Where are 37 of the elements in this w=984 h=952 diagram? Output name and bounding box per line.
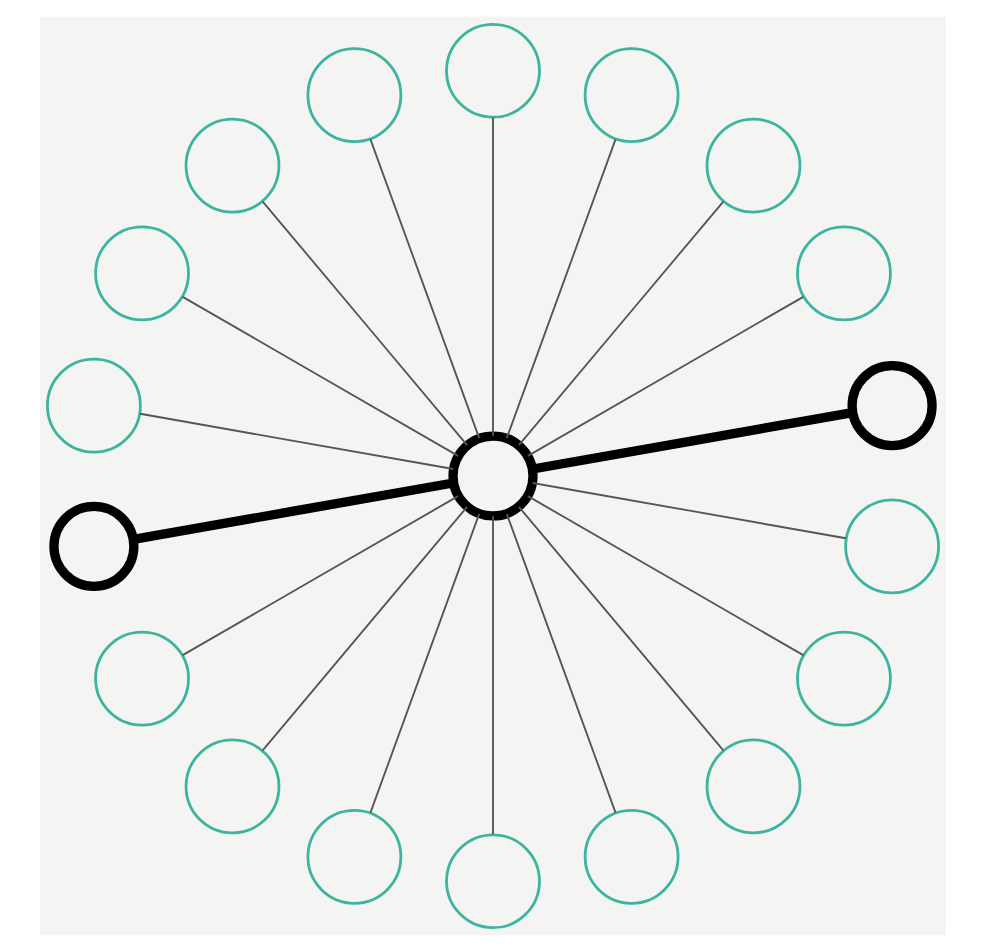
node-circle <box>93 225 189 322</box>
connector <box>491 116 493 437</box>
connector <box>180 495 458 657</box>
connector <box>368 512 480 814</box>
node-circle <box>305 808 402 905</box>
connector <box>491 515 493 836</box>
node-circle <box>183 738 280 835</box>
connector <box>517 200 724 446</box>
connector <box>260 200 467 446</box>
node-circle <box>795 225 891 322</box>
connector <box>504 138 616 440</box>
connector <box>131 478 454 544</box>
connector <box>504 512 616 814</box>
node-circle <box>704 738 801 835</box>
node-circle <box>48 501 138 591</box>
connector <box>526 295 804 457</box>
node-circle <box>444 833 540 930</box>
connector <box>260 505 467 752</box>
node-circle <box>582 808 679 905</box>
connector <box>530 482 846 540</box>
connector <box>368 138 480 440</box>
node-circle <box>843 498 939 595</box>
connector <box>526 495 804 657</box>
connector <box>138 412 454 470</box>
node-circle <box>846 361 936 451</box>
node-circle <box>93 630 189 727</box>
node-circle <box>704 117 801 214</box>
node-circle <box>305 47 402 144</box>
node-circle <box>444 22 540 119</box>
connector <box>180 295 458 457</box>
connector <box>530 408 853 474</box>
node-circle <box>795 630 891 727</box>
connector <box>517 505 724 752</box>
node-circle <box>45 357 141 454</box>
node-circle <box>582 47 679 144</box>
node-circle <box>183 117 280 214</box>
node-circle <box>447 431 537 521</box>
